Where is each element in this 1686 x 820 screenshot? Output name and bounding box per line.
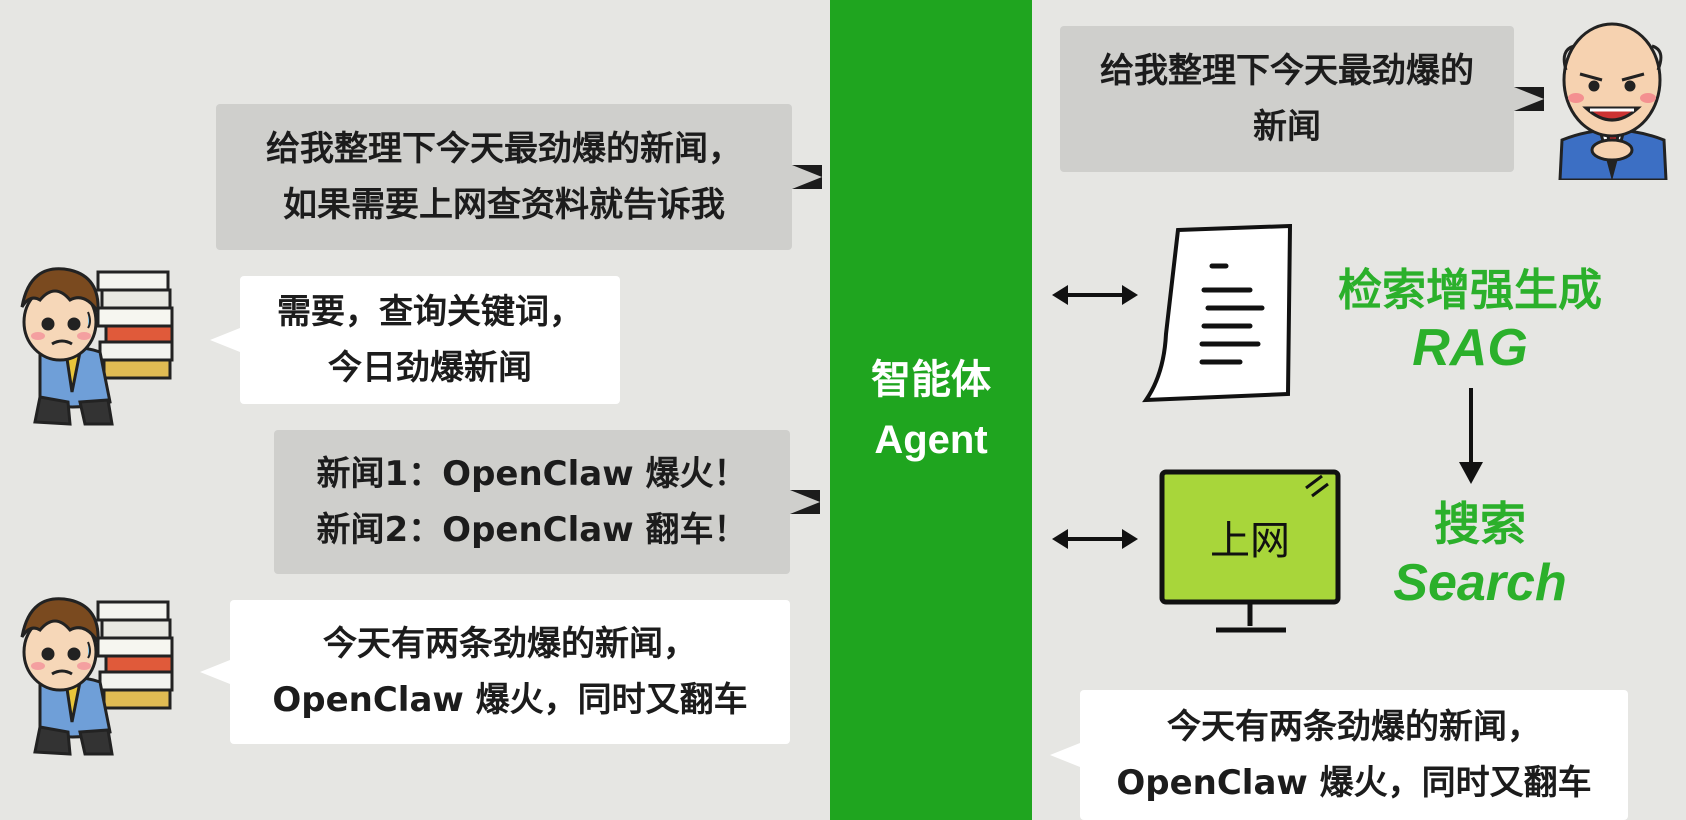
- user-request-line-1: 给我整理下今天最劲爆的新闻，: [266, 129, 742, 169]
- rag-label-zh: 检索增强生成: [1338, 266, 1602, 315]
- boss-request-line-1: 给我整理下今天最劲爆的: [1100, 51, 1474, 91]
- worker-final-line-2: OpenClaw 爆火，同时又翻车: [272, 680, 748, 720]
- worker-reply-bubble: 需要，查询关键词， 今日劲爆新闻: [210, 276, 620, 404]
- news-result-1: 新闻1：OpenClaw 爆火！: [316, 454, 748, 494]
- monitor-screen-text: 上网: [1210, 518, 1290, 564]
- boss-icon: [1540, 10, 1686, 184]
- worker-final-line-1: 今天有两条劲爆的新闻，: [323, 624, 697, 664]
- boss-request-bubble: 给我整理下今天最劲爆的 新闻: [1060, 26, 1544, 172]
- worker-final-bubble: 今天有两条劲爆的新闻， OpenClaw 爆火，同时又翻车: [200, 600, 790, 744]
- double-arrow-icon: [1052, 280, 1138, 314]
- search-label-en: Search: [1393, 554, 1567, 612]
- agent-label-en: Agent: [874, 418, 988, 462]
- news-result-2: 新闻2：OpenClaw 翻车！: [316, 510, 748, 550]
- user-request-line-2: 如果需要上网查资料就告诉我: [283, 185, 725, 225]
- down-arrow-icon: [1456, 388, 1486, 488]
- rag-label: 检索增强生成 RAG: [1320, 264, 1620, 378]
- monitor-icon: 上网: [1156, 466, 1346, 646]
- document-icon: [1140, 223, 1300, 408]
- search-label-zh: 搜索: [1434, 498, 1526, 550]
- agent-final-line-2: OpenClaw 爆火，同时又翻车: [1116, 763, 1592, 803]
- tired-worker-icon: [0, 252, 190, 436]
- agent-final-bubble: 今天有两条劲爆的新闻， OpenClaw 爆火，同时又翻车: [1050, 690, 1628, 820]
- rag-label-en: RAG: [1412, 319, 1528, 377]
- double-arrow-icon: [1052, 524, 1138, 558]
- search-results-bubble: 新闻1：OpenClaw 爆火！ 新闻2：OpenClaw 翻车！: [274, 430, 820, 574]
- agent-final-line-1: 今天有两条劲爆的新闻，: [1167, 707, 1541, 747]
- tired-worker-icon: [0, 582, 190, 766]
- worker-reply-line-1: 需要，查询关键词，: [277, 292, 583, 332]
- search-label: 搜索 Search: [1330, 496, 1630, 614]
- user-request-bubble: 给我整理下今天最劲爆的新闻， 如果需要上网查资料就告诉我: [216, 104, 822, 250]
- agent-label-zh: 智能体: [871, 357, 991, 403]
- boss-request-line-2: 新闻: [1253, 107, 1321, 147]
- agent-bar: 智能体 Agent: [830, 0, 1032, 820]
- worker-reply-line-2: 今日劲爆新闻: [328, 348, 532, 388]
